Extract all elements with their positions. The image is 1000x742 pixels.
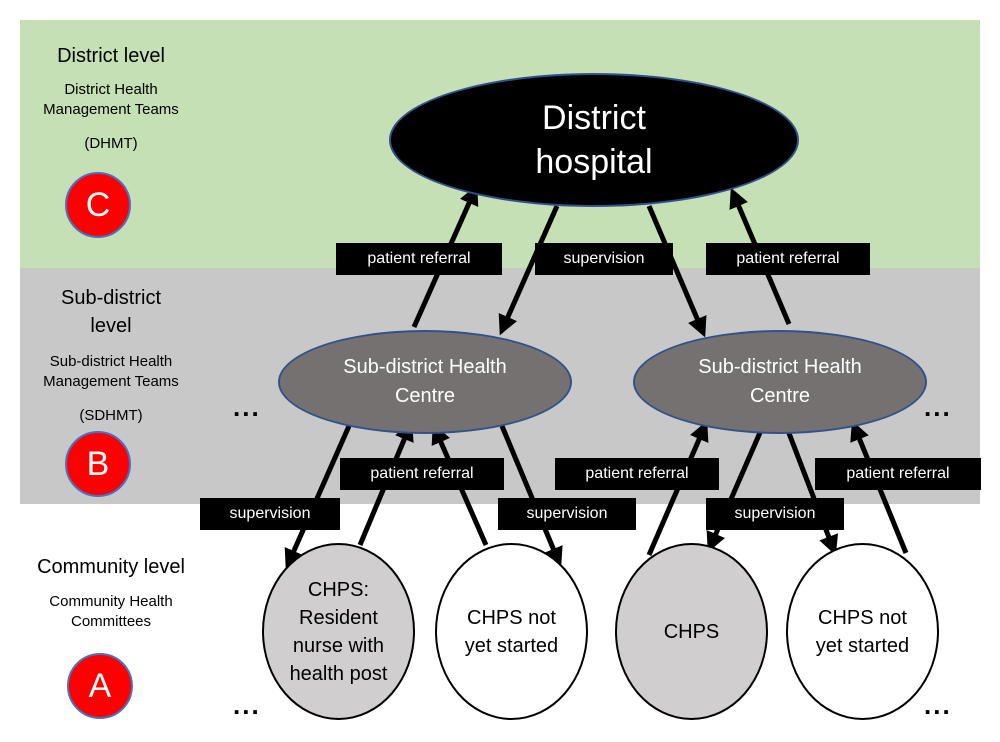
subdistrict-team-line2: Management Teams	[43, 373, 179, 390]
arrow-supervision-shc-left-to-chps-not-started-left	[499, 425, 563, 568]
patient-referral-label: patient referral	[815, 458, 981, 490]
supervision-label: supervision	[535, 243, 673, 275]
district-hospital-node: District hospital	[389, 73, 799, 207]
community-team-line1: Community Health	[49, 593, 173, 610]
subdistrict-level-title-line2: level	[90, 315, 132, 337]
arrow-supervision-hospital-to-shc-right	[646, 205, 707, 338]
district-team-abbrev: (DHMT)	[84, 135, 138, 152]
subdistrict-level-badge: B	[65, 431, 131, 497]
arrow-supervision-hospital-to-shc-left	[498, 204, 560, 336]
chps-node: CHPS	[615, 543, 768, 720]
community-level-badge: A	[67, 653, 133, 719]
district-team-line1: District Health	[64, 81, 158, 98]
chps-resident-nurse-node: CHPS: Resident nurse with health post	[262, 543, 415, 720]
district-level-title: District level	[57, 45, 165, 67]
subdistrict-health-centre-right: Sub-district Health Centre	[633, 330, 927, 434]
ellipsis-more-subdistricts-left: ...	[233, 392, 261, 422]
chps-not-started-left-node: CHPS not yet started	[435, 543, 588, 720]
ellipsis-more-subdistricts-right: ...	[924, 392, 952, 422]
supervision-label: supervision	[498, 498, 636, 530]
patient-referral-label: patient referral	[340, 458, 504, 490]
patient-referral-label: patient referral	[336, 243, 502, 275]
district-level-badge: C	[65, 172, 131, 238]
subdistrict-team-abbrev: (SDHMT)	[79, 407, 143, 424]
supervision-label: supervision	[200, 498, 340, 530]
ellipsis-more-communities-right: ...	[924, 690, 952, 720]
supervision-label: supervision	[706, 498, 844, 530]
chps-not-started-right-node: CHPS not yet started	[786, 543, 939, 720]
subdistrict-health-centre-left: Sub-district Health Centre	[278, 330, 572, 434]
arrow-referral-chps-to-shc-right	[646, 420, 709, 556]
ellipsis-more-communities-left: ...	[233, 690, 261, 720]
arrow-supervision-shc-left-to-chps-resident	[284, 424, 352, 570]
subdistrict-team-line1: Sub-district Health	[49, 353, 173, 370]
subdistrict-level-title-line1: Sub-district	[60, 287, 162, 309]
arrow-referral-chps-not-started-right-to-shc-right	[850, 420, 909, 554]
patient-referral-label: patient referral	[555, 458, 719, 490]
district-team-line2: Management Teams	[43, 101, 179, 118]
community-level-title: Community level	[37, 556, 185, 578]
community-team-line2: Committees	[70, 613, 152, 630]
patient-referral-label: patient referral	[706, 243, 870, 275]
